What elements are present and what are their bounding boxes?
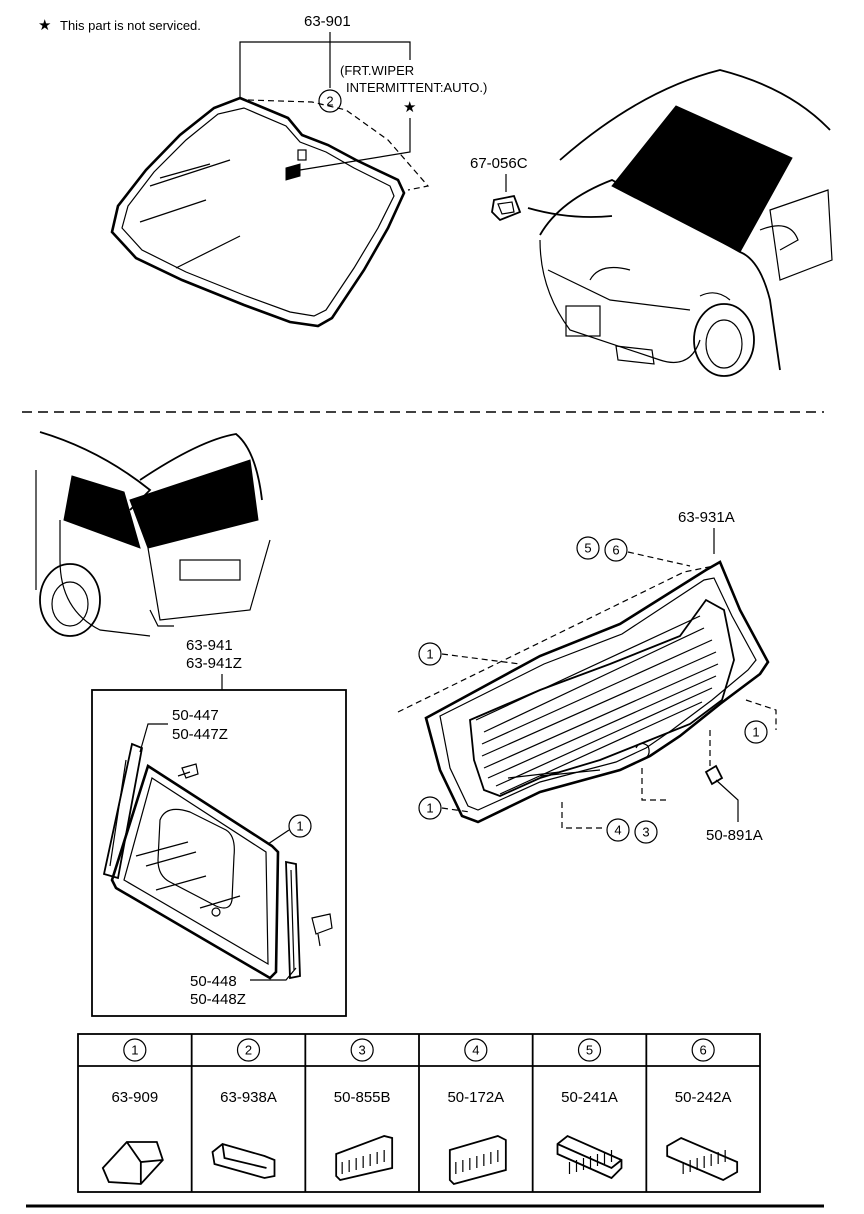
callout-number: 2 [326,94,333,109]
leader-line [299,118,411,171]
callout-circle-1[interactable] [418,796,442,820]
front-windshield-assembly: 63-901 2 (FRT.WIPER INTERMITTENT:AUTO.) … [110,13,487,328]
part-label-63-931A[interactable]: 63-931A [678,509,735,526]
part-label-63-941[interactable]: 63-941 [186,637,233,654]
leader-line [641,768,666,801]
wiper-sensor-block [285,163,301,181]
legend-part-icon [211,1143,276,1179]
quarter-glass-highlight [63,475,141,549]
callout-circle-1[interactable] [744,720,768,744]
note-text: This part is not serviced. [60,18,201,33]
legend-part-icon [666,1136,739,1182]
windshield-highlight [611,105,793,253]
legend-part-icon [556,1134,623,1180]
part-label-50-448[interactable]: 50-448 [190,973,237,990]
callout-circle-4[interactable] [606,818,630,842]
front-molding[interactable] [102,742,144,880]
rear-glass-highlight [129,459,259,549]
legend-key-number: 2 [245,1043,252,1058]
bracket-shape[interactable] [704,764,724,786]
leader-line [627,551,691,567]
leader-line [139,723,168,753]
callout-number: 1 [426,647,433,662]
legend-part-icon [101,1141,164,1185]
liftgate-glass-assembly: 63-931A 5 6 [397,509,777,844]
leader-line [239,41,411,98]
legend-key-circle-4 [464,1038,488,1062]
glass-clip[interactable] [311,913,333,947]
leader-line [267,829,290,845]
part-label-50-891A[interactable]: 50-891A [706,827,763,844]
rear-molding[interactable] [285,860,301,980]
legend-key-number: 5 [586,1043,593,1058]
rear-car-illustration [35,431,271,637]
part-label-50-448Z[interactable]: 50-448Z [190,991,246,1008]
legend-key-circle-1 [123,1038,147,1062]
legend-key-circle-5 [577,1038,602,1062]
legend-key-circle-2 [236,1038,261,1062]
callout-circle-6[interactable] [604,538,628,562]
part-label-50-447[interactable]: 50-447 [172,707,219,724]
callout-number: 5 [584,541,591,556]
leader-line [745,699,777,730]
callout-circle-1[interactable] [288,814,312,838]
legend-part-number[interactable]: 50-855B [334,1089,391,1106]
callout-number: 6 [612,543,619,558]
callout-circle-5[interactable] [576,536,600,560]
leader-line [441,807,471,813]
leader-line [441,653,521,665]
legend-key-circle-3 [350,1038,374,1062]
not-serviced-note: ★ This part is not serviced. [38,17,201,34]
star-icon: ★ [403,99,416,116]
callout-number: 1 [296,819,303,834]
windshield-glass[interactable] [110,96,406,328]
part-label-50-447Z[interactable]: 50-447Z [172,726,228,743]
clip-pointer [527,207,613,218]
callout-circle-2[interactable] [318,89,342,113]
legend-part-icon [448,1135,507,1186]
liftgate-glass[interactable] [424,560,770,824]
glass-clip[interactable] [177,763,199,779]
legend-part-icon [335,1135,394,1181]
part-label-63-901[interactable]: 63-901 [304,13,351,30]
front-car-illustration [539,69,833,377]
legend-key-number: 4 [472,1043,479,1058]
legend-key-number: 6 [700,1043,707,1058]
quarter-glass-box [91,689,347,1017]
clip-shape[interactable] [491,194,522,222]
legend-key-number: 3 [359,1043,366,1058]
windshield-clip: 67-056C [470,155,613,222]
callout-number: 1 [426,801,433,816]
callout-number: 3 [642,825,649,840]
leader-line [715,779,739,822]
callout-circle-3[interactable] [634,820,658,844]
leader-line [561,802,606,829]
rain-sensor [297,149,307,161]
legend-part-number[interactable]: 50-241A [561,1089,618,1106]
part-label-63-941Z[interactable]: 63-941Z [186,655,242,672]
legend-part-number[interactable]: 63-938A [220,1089,277,1106]
legend-key-number: 1 [131,1043,138,1058]
legend-part-number[interactable]: 50-172A [447,1089,504,1106]
dashed-outline [397,565,715,713]
wiper-note-line2: INTERMITTENT:AUTO.) [346,80,487,95]
callout-number: 4 [614,823,621,838]
legend-part-number[interactable]: 63-909 [111,1089,158,1106]
leader-line [250,967,297,981]
callout-circle-1[interactable] [418,642,442,666]
quarter-glass-assembly: 63-941 63-941Z 50-447 50-447Z 1 [91,637,347,1017]
star-icon: ★ [38,17,51,34]
dashed-outline [247,99,430,191]
legend-part-number[interactable]: 50-242A [675,1089,732,1106]
parts-legend-table: 1 63-909 2 63-938A 3 50-855B 4 50-172A 5 50-241A 6… [77,1033,761,1193]
part-label-67-056C[interactable]: 67-056C [470,155,528,172]
legend-key-circle-6 [691,1038,715,1062]
quarter-glass[interactable] [110,763,280,980]
callout-number: 1 [752,725,759,740]
wiper-note-line1: (FRT.WIPER [340,63,414,78]
